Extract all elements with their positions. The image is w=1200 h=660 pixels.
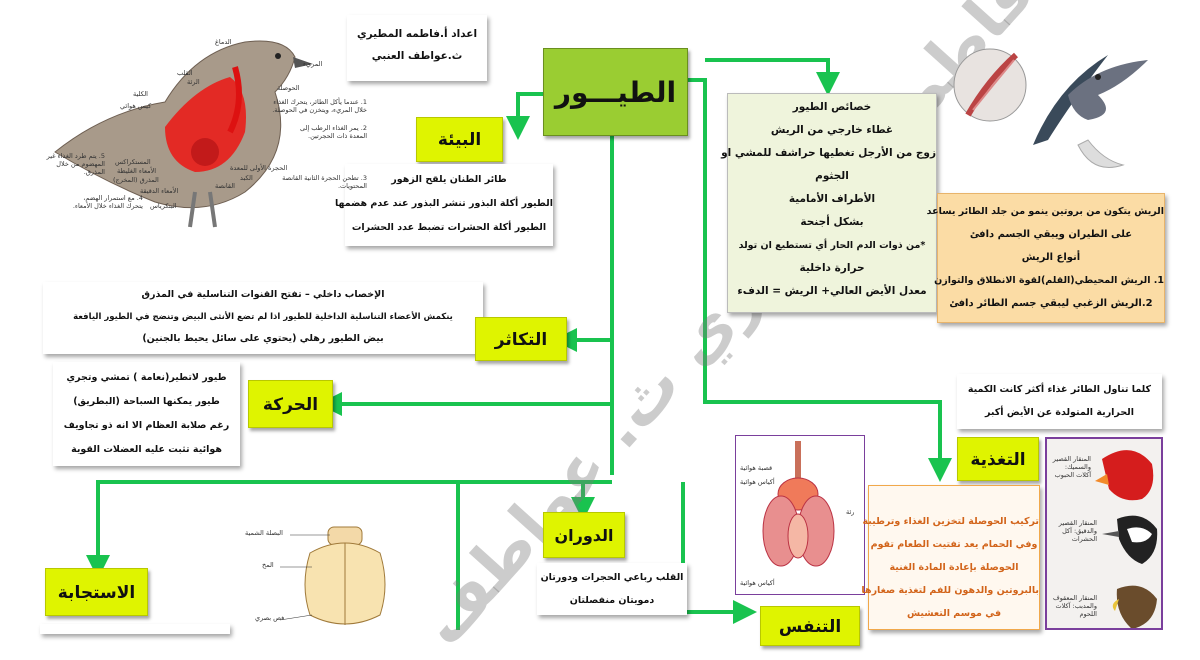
nutrition-line: تركيب الحوصلة لتخزين الغذاء وترطيبة xyxy=(862,516,1039,527)
arrow-to-environment xyxy=(506,92,543,140)
nutrition-note-box: كلما تناول الطائر غذاء أكثر كانت الكمية … xyxy=(957,374,1162,429)
characteristics-line: حرارة داخلية xyxy=(799,262,865,274)
arrow-to-characteristics xyxy=(705,58,840,96)
characteristics-line: زوج من الأرجل تغطيها حراشف للمشي او xyxy=(721,147,936,159)
respiratory-drawing xyxy=(762,441,835,567)
respiratory-system-illustration: قصبة هوائية أكياس هوائية رئة أكياس هوائي… xyxy=(735,435,865,595)
digestive-note: 5. يتم طرد الغذاء غير المهضوم من خلال ال… xyxy=(46,152,105,176)
characteristics-line: غطاء خارجي من الريش xyxy=(770,124,894,136)
environment-box: طائر الطنان يلقح الزهور الطيور أكلة البذ… xyxy=(334,164,553,246)
author-box: اعداد أ.فاطمه المطيري ث.عواطف العنبي xyxy=(347,15,487,81)
nutrition-line: الحوصلة بإعادة المادة الغنية xyxy=(889,562,1019,573)
nutrition-note-line: كلما تناول الطائر غذاء أكثر كانت الكمية xyxy=(967,384,1152,395)
digestive-label: الحوصلة xyxy=(277,84,300,92)
digestive-system-illustration: الدماغ المريء القلب الرئة الكلية كيس هوا… xyxy=(45,32,370,250)
digestive-label: المذرق (المخرج) xyxy=(113,176,159,184)
bottom-branch xyxy=(86,480,612,579)
environment-line: الطيور أكلة الحشرات تضبط عدد الحشرات xyxy=(351,222,547,233)
movement-line: هوائية تثبت عليه العضلات القوية xyxy=(71,444,222,455)
movement-line: طيور لاتطير(نعامة ) تمشي وتجري xyxy=(66,372,227,383)
nutrition-title: التغذية xyxy=(957,437,1039,481)
digestive-label: كيس هوائي xyxy=(120,102,152,110)
feathers-box: الريش يتكون من بروتين ينمو من جلد الطائر… xyxy=(926,193,1165,323)
circulation-line: القلب رباعي الحجرات ودورتان xyxy=(540,572,684,583)
respiratory-label: أكياس هوائية xyxy=(740,478,775,486)
response-title: الاستجابة xyxy=(45,568,148,616)
reproduction-box: الإخصاب داخلي – تفتح القنوات التناسلية ف… xyxy=(43,282,483,354)
digestive-label: القانصة xyxy=(215,182,235,190)
digestive-label: الأمعاء الدقيقة xyxy=(140,187,179,195)
environment-title: البيئة xyxy=(416,117,503,162)
circulation-title: الدوران xyxy=(543,512,625,558)
beak-label: المنقار المعقوف والمدبب: آكلات اللحوم xyxy=(1052,594,1097,618)
brain-illustration: البصلة الشمية المخ فص بصري xyxy=(240,515,440,630)
digestive-label: الكبد xyxy=(240,174,253,182)
digestive-label: الدماغ xyxy=(215,38,232,46)
beak-label: المنقار القصير والدقيق: آكل الحشرات xyxy=(1058,519,1097,543)
feathers-line: 1. الريش المحيطي(القلم)لقوة الانطلاق وال… xyxy=(934,275,1164,286)
digestive-note: 1. عندما يأكل الطائر، يتحرك الغذاء خلال … xyxy=(272,98,367,114)
circulation-line: دمويتان منفصلتان xyxy=(569,595,655,606)
circulation-box: القلب رباعي الحجرات ودورتان دمويتان منفص… xyxy=(537,563,687,615)
nutrition-box: تركيب الحوصلة لتخزين الغذاء وترطيبة وفي … xyxy=(861,485,1040,630)
bird-anatomy-drawing xyxy=(54,40,313,228)
characteristics-box: خصائص الطيور غطاء خارجي من الريش زوج من … xyxy=(721,93,937,313)
beaks-drawing xyxy=(1095,450,1158,628)
reproduction-title: التكاثر xyxy=(475,317,567,361)
reproduction-line: الإخصاب داخلي – تفتح القنوات التناسلية ف… xyxy=(141,289,385,300)
respiration-title: التنفس xyxy=(760,606,860,646)
bird-brain-drawing xyxy=(279,526,386,625)
beaks-photo: المنقار القصير والسميك: آكلات الحبوب الم… xyxy=(1045,437,1163,630)
characteristics-line: معدل الأيض العالي+ الريش = الدفء xyxy=(737,285,927,297)
characteristics-line: الأطراف الأمامية xyxy=(788,193,876,205)
characteristics-line: بشكل أجنحة xyxy=(800,216,864,228)
respiratory-label: أكياس هوائية xyxy=(740,579,775,587)
characteristics-line: الجثوم xyxy=(815,170,849,182)
movement-line: طيور يمكنها السباحة (البطريق) xyxy=(73,396,220,407)
nutrition-line: وفي الحمام يعد تفتيت الطعام تقوم xyxy=(870,539,1038,550)
brain-label: فص بصري xyxy=(255,614,285,622)
nutrition-note-line: الحرارية المتولدة عن الأيض أكبر xyxy=(984,407,1135,418)
digestive-note: 3. تطحن الحجرة الثانية القانصة المحتويات… xyxy=(282,174,367,190)
digestive-label: الحجرة الأولى للمعدة xyxy=(230,164,288,172)
reproduction-line: بيض الطيور رهلي (يحتوي على سائل يحيط بال… xyxy=(142,333,384,344)
digestive-label: الرئة xyxy=(187,78,200,86)
digestive-label: الكلية xyxy=(133,90,148,98)
beak-label: المنقار القصير والسميك: آكلات الحبوب xyxy=(1052,455,1091,479)
characteristics-line: خصائص الطيور xyxy=(792,101,872,113)
movement-line: رغم صلابة العظام الا انه ذو تجاويف xyxy=(63,420,230,431)
digestive-note: 2. يمر الغذاء الرطب إلى المعدة ذات الحجر… xyxy=(300,124,367,140)
digestive-label: الأمعاء الغليظة xyxy=(117,167,157,175)
feathers-line: 2.الريش الزغبي ليبقي جسم الطائر دافئ xyxy=(949,298,1153,309)
trunk-right xyxy=(688,78,952,482)
pigeon-feather-drawing xyxy=(953,48,1148,168)
reproduction-line: ينكمش الأعضاء التناسلية الداخلية للطيور … xyxy=(73,312,453,322)
digestive-label: القلب xyxy=(177,69,193,77)
main-title: الطيـــور xyxy=(543,48,688,136)
brain-label: المخ xyxy=(262,561,274,569)
digestive-label: المريء xyxy=(303,60,323,68)
respiratory-label: قصبة هوائية xyxy=(740,464,773,472)
response-box-top xyxy=(40,624,230,634)
feathers-line: على الطيران ويبقي الجسم دافئ xyxy=(969,229,1133,240)
pigeon-feather-illustration xyxy=(948,25,1163,190)
respiratory-label: رئة xyxy=(846,508,855,516)
movement-title: الحركة xyxy=(248,380,333,428)
characteristics-line: *من ذوات الدم الحار أي تستطيع ان تولد xyxy=(738,240,926,251)
feathers-line: أنواع الريش xyxy=(1021,252,1081,263)
environment-line: الطيور أكلة البذور تنشر البذور عند عدم ه… xyxy=(334,198,553,209)
digestive-label: المستكراكس xyxy=(115,158,151,166)
author-line-2: ث.عواطف العنبي xyxy=(371,50,463,62)
digestive-note: 4. مع استمرار الهضم، يتحرك الغذاء خلال ا… xyxy=(72,194,143,210)
movement-box: طيور لاتطير(نعامة ) تمشي وتجري طيور يمكن… xyxy=(53,362,240,466)
digestive-label: البنكرياس xyxy=(150,202,177,210)
brain-label: البصلة الشمية xyxy=(245,529,283,537)
environment-line: طائر الطنان يلقح الزهور xyxy=(391,174,507,185)
nutrition-line: في موسم التعشيش xyxy=(906,608,1002,619)
author-line-1: اعداد أ.فاطمه المطيري xyxy=(356,28,478,40)
nutrition-line: بالبروتين والدهون للفم لتغذية صغارها xyxy=(861,585,1039,596)
feathers-line: الريش يتكون من بروتين ينمو من جلد الطائر… xyxy=(926,206,1164,217)
